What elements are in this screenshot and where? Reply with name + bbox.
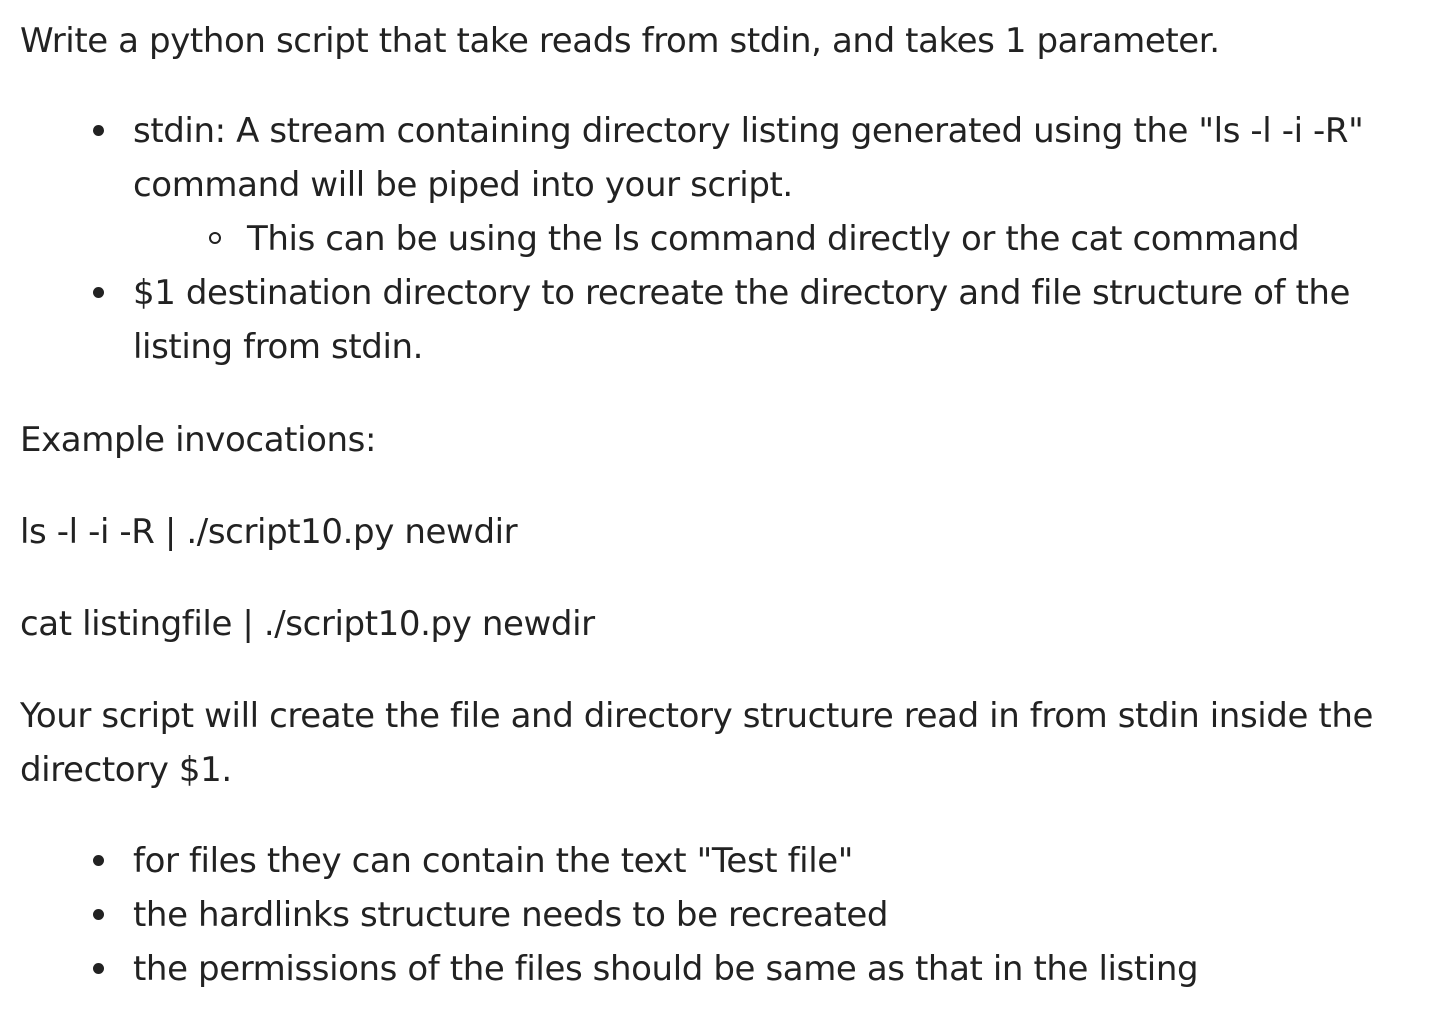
result-paragraph: Your script will create the file and dir… [20, 696, 1374, 790]
list-item-stdin-sub: This can be using the ls command directl… [0, 212, 1427, 266]
list-item-requirement: the permissions of the files should be s… [0, 942, 1413, 996]
invocation-ls: ls -l -i -R | ./script10.py newdir [20, 512, 518, 552]
list-item-destination: $1 destination directory to recreate the… [0, 266, 1413, 374]
bullet-disc-icon [93, 125, 104, 136]
bullet-circle-icon [209, 232, 221, 244]
list-item-text: stdin: A stream containing directory lis… [133, 111, 1364, 205]
list-item-requirement: for files they can contain the text "Tes… [0, 834, 1413, 888]
example-heading: Example invocations: [20, 420, 377, 460]
list-item-text: for files they can contain the text "Tes… [133, 841, 854, 881]
list-item-text: $1 destination directory to recreate the… [133, 273, 1351, 367]
bullet-disc-icon [93, 909, 104, 920]
list-item-text: the permissions of the files should be s… [133, 949, 1199, 989]
list-item-text: This can be using the ls command directl… [247, 219, 1300, 259]
list-item-stdin: stdin: A stream containing directory lis… [0, 104, 1413, 266]
sub-list: This can be using the ls command directl… [133, 212, 1413, 266]
invocation-cat: cat listingfile | ./script10.py newdir [20, 604, 595, 644]
bullet-disc-icon [93, 287, 104, 298]
list-item-requirement: the hardlinks structure needs to be recr… [0, 888, 1413, 942]
requirements-list: for files they can contain the text "Tes… [0, 834, 1454, 996]
list-item-text: the hardlinks structure needs to be recr… [133, 895, 889, 935]
bullet-disc-icon [93, 963, 104, 974]
parameter-list: stdin: A stream containing directory lis… [0, 104, 1454, 374]
intro-paragraph: Write a python script that take reads fr… [20, 21, 1220, 61]
bullet-disc-icon [93, 855, 104, 866]
